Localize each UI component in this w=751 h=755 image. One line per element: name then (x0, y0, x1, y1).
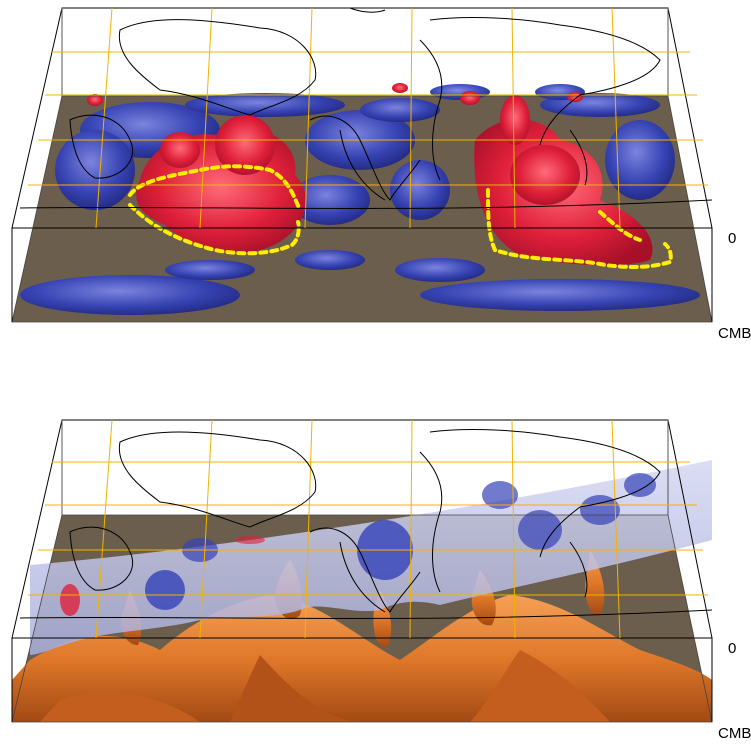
surface-depth-label: 0 (728, 230, 737, 247)
tomography-3d-box-top (11, 7, 713, 323)
continent-outlines (19, 429, 713, 620)
tomography-panel-bottom: 0 CMB (0, 400, 751, 755)
surface-depth-label: 0 (728, 640, 737, 657)
hot-anomalies (87, 83, 653, 266)
cmb-depth-label: CMB (718, 325, 751, 342)
hot-region-outlines (128, 164, 673, 269)
subducted-slab (30, 460, 712, 655)
lat-long-grid (28, 419, 708, 639)
tomography-panel-top: 0 CMB (0, 0, 751, 350)
lat-long-grid (28, 7, 708, 229)
continent-outlines (19, 7, 713, 210)
tomography-3d-box-bottom (11, 419, 713, 723)
box-frame (11, 419, 713, 723)
cmb-depth-label: CMB (718, 725, 751, 742)
